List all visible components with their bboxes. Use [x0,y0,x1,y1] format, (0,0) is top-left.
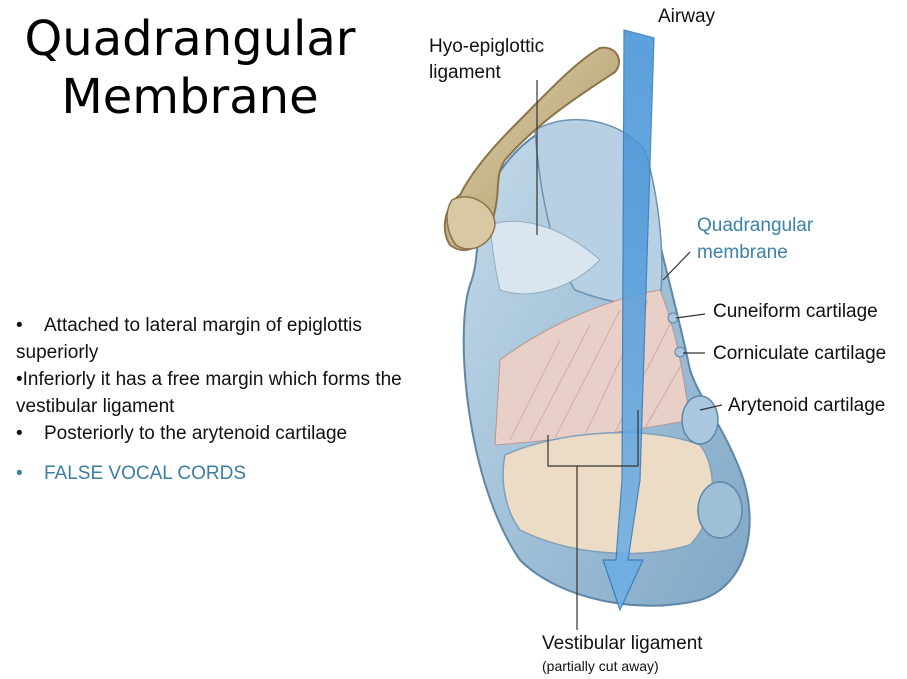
bullet-2: •Inferiorly it has a free margin which f… [16,369,402,417]
cricoid-knob [697,481,743,539]
corniculate-knob [674,346,686,358]
bullet-4: •FALSE VOCAL CORDS [16,463,247,484]
bullet-3-text: Posteriorly to the arytenoid cartilage [44,423,348,444]
slide-title: Quadrangular Membrane [0,10,380,126]
bullet-2-text: Inferiorly it has a free margin which fo… [16,369,402,417]
label-cuneiform: Cuneiform cartilage [713,301,878,322]
label-vestibular: Vestibular ligament [542,633,703,654]
bullet-4-text: FALSE VOCAL CORDS [44,463,247,484]
bullet-1: •Attached to lateral margin of epiglotti… [16,315,362,363]
bullet-1-text: Attached to lateral margin of epiglottis… [16,315,362,363]
bullet-list: •Attached to lateral margin of epiglotti… [16,312,416,487]
label-arytenoid: Arytenoid cartilage [728,395,885,416]
airway-arrow [602,29,655,612]
label-quadrangular-1: Quadrangular [697,215,814,236]
hyoid-cut-surface [446,196,496,250]
vestibular-fold [502,431,713,555]
label-corniculate: Corniculate cartilage [713,343,886,364]
title-line-2: Membrane [61,69,319,125]
bullet-3: •Posteriorly to the arytenoid cartilage [16,423,348,444]
label-quadrangular-2: membrane [697,242,788,263]
label-hyo-epiglottic-2: ligament [429,62,502,83]
leader-lines [536,80,723,630]
title-line-1: Quadrangular [24,11,356,67]
label-vestibular-note: (partially cut away) [542,658,659,674]
hyo-epiglottic-ligament [489,220,601,295]
arytenoid-knob [681,395,719,445]
label-hyo-epiglottic-1: Hyo-epiglottic [429,36,544,57]
label-airway: Airway [658,6,716,27]
